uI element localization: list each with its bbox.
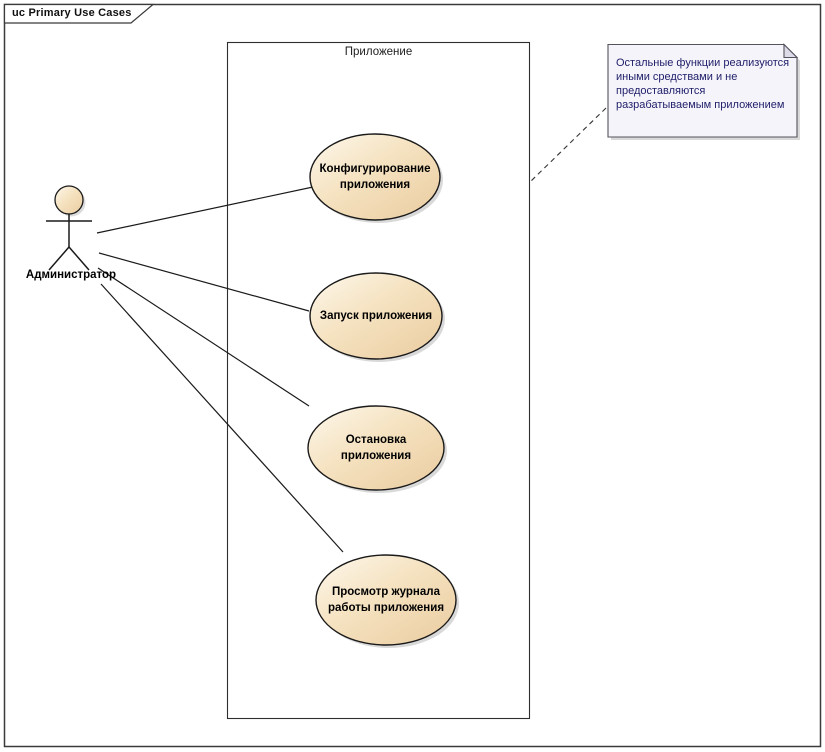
usecase-configure[interactable] [309, 133, 441, 221]
usecase-configure-label: Конфигурирование приложения [319, 162, 431, 191]
usecase-start[interactable] [309, 272, 443, 360]
system-boundary-label: Приложение [344, 46, 413, 58]
note-fold-corner-icon [783, 43, 799, 59]
actor-head-icon [54, 185, 84, 215]
association-actor-configure[interactable] [96, 186, 314, 234]
actor-right-leg-icon [68, 246, 90, 271]
note-attachment-link[interactable] [529, 107, 607, 183]
diagram-frame-border [3, 3, 822, 748]
actor-label: Администратор [25, 269, 117, 281]
association-actor-viewlog[interactable] [100, 283, 344, 553]
usecase-viewlog-label: Просмотр журнала работы приложения [327, 585, 445, 614]
usecase-start-label: Запуск приложения [319, 309, 433, 322]
note-element[interactable] [607, 43, 798, 138]
note-text: Остальные функции реализуются иными сред… [616, 57, 790, 112]
diagram-frame-title: uc Primary Use Cases [12, 7, 132, 19]
usecase-stop-label: Остановка приложения [340, 433, 412, 462]
usecase-viewlog[interactable] [315, 554, 457, 646]
actor-left-leg-icon [48, 246, 70, 271]
association-actor-start[interactable] [98, 252, 310, 312]
usecase-stop[interactable] [307, 405, 445, 491]
actor-administrator[interactable] [46, 185, 92, 271]
diagram-frame-title-tab [3, 3, 155, 24]
association-actor-stop[interactable] [97, 267, 310, 407]
